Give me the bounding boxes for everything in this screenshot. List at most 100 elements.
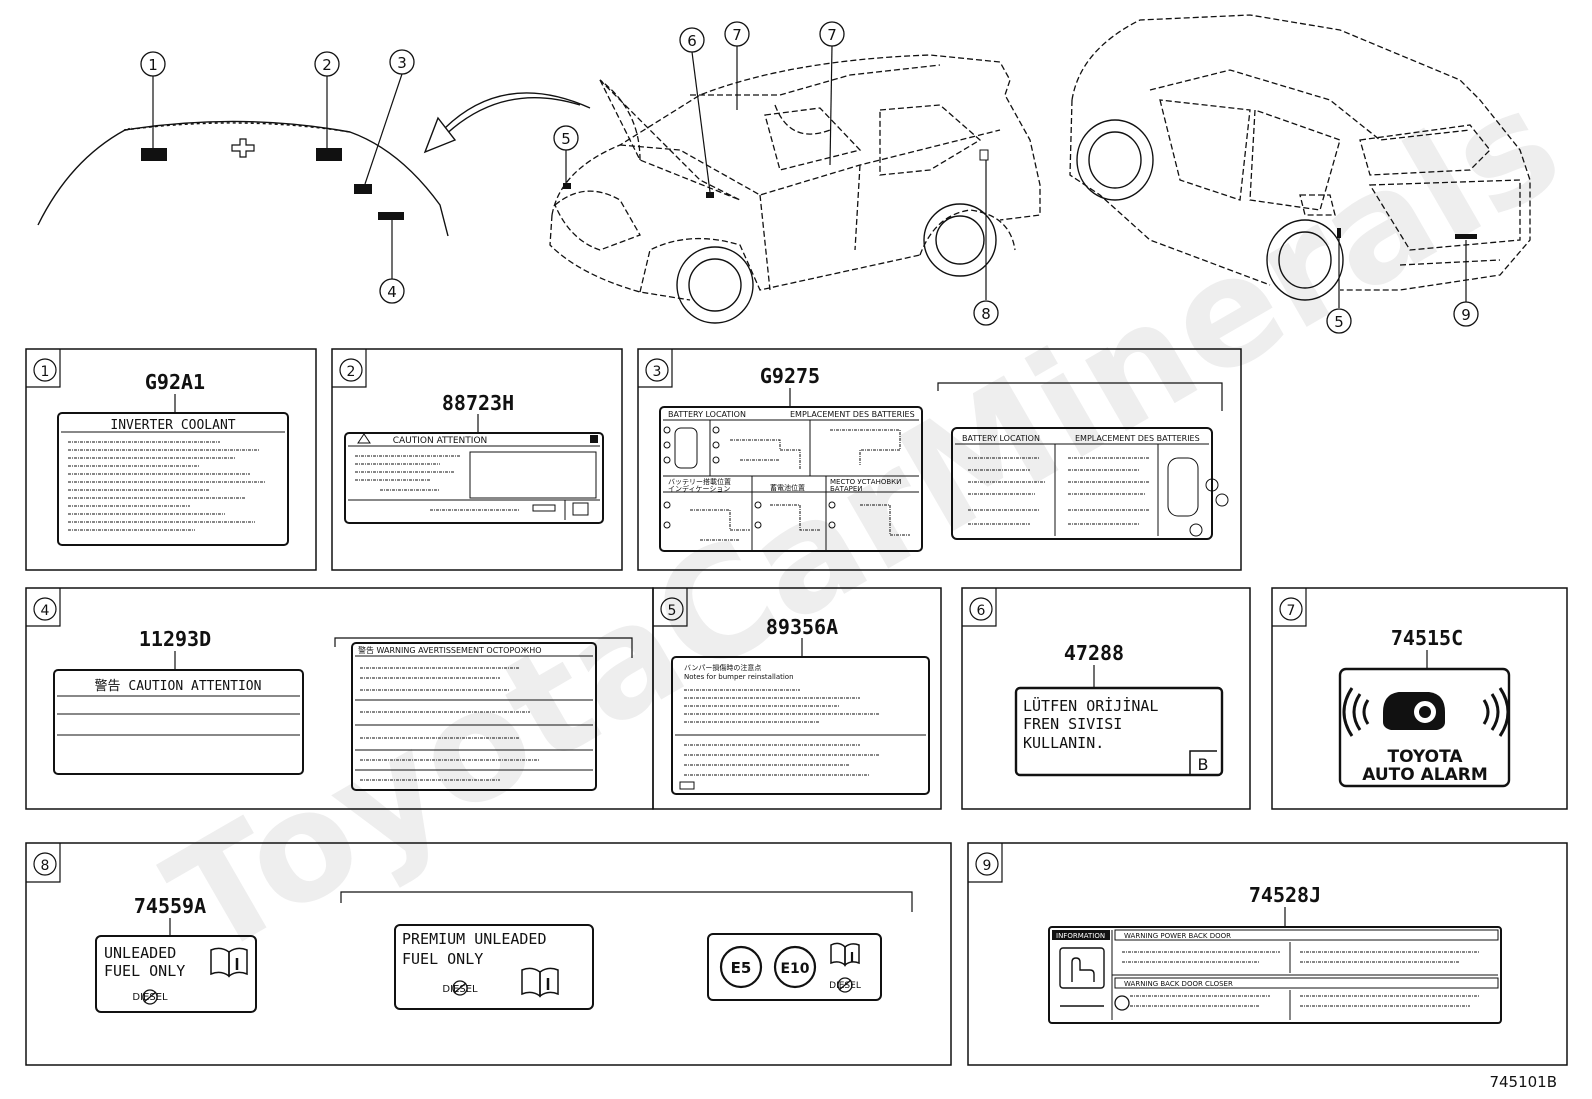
svg-text:DIESEL: DIESEL (442, 984, 478, 995)
label-title-2: CAUTION ATTENTION (393, 436, 488, 446)
svg-text:バンパー損傷時の注意点: バンパー損傷時の注意点 (684, 663, 761, 672)
svg-text:7: 7 (827, 26, 837, 44)
alarm-label-line-2: AUTO ALARM (1362, 765, 1488, 785)
svg-text:バッテリー搭載位置: バッテリー搭載位置 (668, 477, 731, 486)
callout-4-top: 4 (379, 278, 405, 304)
callout-8-front: 8 (973, 300, 999, 326)
part-number-8: 74559A (134, 894, 206, 918)
svg-text:7: 7 (732, 26, 742, 44)
svg-text:9: 9 (1461, 306, 1471, 324)
brake-fluid-line-1: LÜTFEN ORİJİNAL (1023, 696, 1158, 715)
callout-7b-front: 7 (819, 21, 845, 47)
panel-9: 9 74528J INFORMATION WARNING POWER BACK … (967, 842, 1568, 1066)
label-title-1: INVERTER COOLANT (110, 418, 235, 433)
svg-text:МЕСТО УСТАНОВКИ: МЕСТО УСТАНОВКИ (830, 478, 901, 486)
part-number-5: 89356A (766, 615, 838, 639)
svg-text:2: 2 (322, 56, 332, 74)
svg-text:UNLEADED: UNLEADED (104, 944, 176, 962)
callout-3-top: 3 (389, 49, 415, 75)
panel-8: 8 74559A UNLEADED FUEL ONLY DIESEL PREMI… (25, 842, 952, 1066)
manual-book-icon (521, 967, 559, 998)
part-number-3: G9275 (760, 364, 820, 388)
svg-text:INFORMATION: INFORMATION (1056, 932, 1105, 940)
manual-book-icon (830, 942, 860, 967)
panel-6: 6 47288 LÜTFEN ORİJİNAL FREN SIVISI KULL… (961, 587, 1251, 810)
svg-text:8: 8 (41, 858, 50, 874)
svg-text:8: 8 (981, 305, 991, 323)
panel-2: 2 88723H CAUTION ATTENTION (331, 348, 623, 571)
svg-text:DIESEL: DIESEL (829, 981, 861, 991)
callout-leaders-top (152, 73, 403, 279)
svg-text:BATTERY LOCATION: BATTERY LOCATION (962, 434, 1040, 443)
svg-text:5: 5 (668, 603, 677, 619)
svg-text:1: 1 (41, 364, 50, 380)
svg-text:3: 3 (397, 54, 407, 72)
svg-text:Notes for bumper reinstallatio: Notes for bumper reinstallation (684, 673, 794, 681)
brake-fluid-line-2: FREN SIVISI (1023, 715, 1122, 733)
alarm-car-icon (1342, 687, 1510, 737)
label-title-4a: 警告 CAUTION ATTENTION (95, 678, 262, 694)
part-number-7: 74515C (1391, 626, 1463, 650)
svg-text:3: 3 (653, 364, 662, 380)
svg-text:FUEL ONLY: FUEL ONLY (402, 950, 483, 968)
e5-label: E5 (731, 959, 752, 977)
manual-book-icon (210, 947, 248, 978)
alarm-label-line-1: TOYOTA (1387, 747, 1463, 767)
car-front-wheels (676, 203, 997, 324)
label-mark-3 (354, 184, 372, 194)
panel-5: 5 89356A バンパー損傷時の注意点 Notes for bumper re… (652, 587, 942, 810)
svg-text:PREMIUM UNLEADED: PREMIUM UNLEADED (402, 930, 547, 948)
car-rear-mark-5 (1337, 228, 1341, 238)
panel-7: 7 74515C TOYOTA AUTO ALARM (1271, 587, 1568, 810)
part-number-4: 11293D (139, 627, 211, 651)
svg-text:WARNING BACK DOOR CLOSER: WARNING BACK DOOR CLOSER (1124, 980, 1233, 988)
svg-text:5: 5 (561, 130, 571, 148)
car-rear-view (1069, 14, 1531, 291)
svg-text:2: 2 (347, 364, 356, 380)
svg-text:FUEL ONLY: FUEL ONLY (104, 962, 185, 980)
svg-text:9: 9 (983, 858, 992, 874)
panel-1: 1 G92A1 INVERTER COOLANT (25, 348, 317, 571)
svg-text:5: 5 (1334, 313, 1344, 331)
label-mark-4 (378, 212, 404, 220)
svg-text:7: 7 (1287, 603, 1296, 619)
label-title-4b: 警告 WARNING AVERTISSEMENT ОСТОРОЖНО (358, 645, 542, 655)
svg-text:B: B (1198, 755, 1209, 774)
svg-text:6: 6 (687, 32, 697, 50)
svg-text:1: 1 (148, 56, 158, 74)
callout-leaders-rear (1338, 238, 1467, 308)
car-front-mark-8 (979, 149, 989, 161)
callout-7a-front: 7 (724, 21, 750, 47)
svg-text:4: 4 (41, 603, 50, 619)
svg-text:BATTERY LOCATION: BATTERY LOCATION (668, 410, 746, 419)
diagram-code: 745101B (1489, 1073, 1557, 1091)
car-rear-wheels (1076, 119, 1344, 301)
car-front-mark-5 (563, 183, 571, 189)
callout-5-rear: 5 (1326, 308, 1352, 334)
svg-text:4: 4 (387, 283, 397, 301)
car-front-mark-6 (706, 192, 714, 198)
car-rear-mark-9 (1455, 234, 1477, 239)
part-number-9: 74528J (1249, 883, 1321, 907)
callout-9-rear: 9 (1453, 301, 1479, 327)
hood-layout (37, 120, 449, 237)
hand-press-icon (1059, 947, 1105, 1007)
brake-fluid-line-3: KULLANIN. (1023, 734, 1104, 752)
svg-text:EMPLACEMENT DES BATTERIES: EMPLACEMENT DES BATTERIES (790, 410, 915, 419)
panel-3: 3 G9275 BATTERY LOCATION EMPLACEMENT DES… (637, 348, 1242, 571)
svg-text:インディケーション: インディケーション (668, 484, 730, 493)
callout-1-top: 1 (140, 51, 166, 77)
part-number-1: G92A1 (145, 370, 205, 394)
part-number-6: 47288 (1064, 641, 1124, 665)
label-mark-1 (141, 148, 167, 161)
callout-2-top: 2 (314, 51, 340, 77)
callout-leaders-front (565, 45, 987, 300)
svg-text:蓄電池位置: 蓄電池位置 (770, 483, 805, 492)
center-mark-icon (231, 138, 255, 158)
curved-arrow-icon (423, 92, 591, 154)
svg-text:БАТАРЕИ: БАТАРЕИ (830, 485, 863, 493)
svg-text:EMPLACEMENT DES BATTERIES: EMPLACEMENT DES BATTERIES (1075, 434, 1200, 443)
svg-text:WARNING POWER BACK DOOR: WARNING POWER BACK DOOR (1124, 932, 1231, 940)
part-number-2: 88723H (442, 391, 514, 415)
